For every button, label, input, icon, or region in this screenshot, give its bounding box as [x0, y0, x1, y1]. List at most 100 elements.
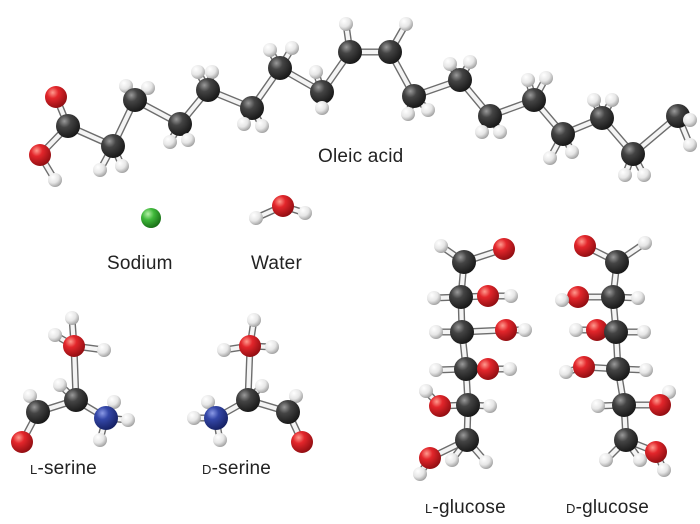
carbon-atom — [601, 285, 625, 309]
carbon-atom — [123, 88, 147, 112]
hydrogen-atom — [504, 289, 518, 303]
hydrogen-atom — [618, 168, 632, 182]
oxygen-atom — [272, 195, 294, 217]
hydrogen-atom — [213, 433, 227, 447]
carbon-atom — [590, 106, 614, 130]
hydrogen-atom — [399, 17, 413, 31]
carbon-atom — [338, 40, 362, 64]
l-glucose-label: l-glucose — [425, 497, 506, 519]
hydrogen-atom — [191, 65, 205, 79]
nitrogen-atom — [94, 406, 118, 430]
hydrogen-atom — [187, 411, 201, 425]
carbon-atom — [452, 250, 476, 274]
carbon-atom — [240, 96, 264, 120]
carbon-atom — [378, 40, 402, 64]
hydrogen-atom — [255, 379, 269, 393]
hydrogen-atom — [93, 163, 107, 177]
oxygen-atom — [586, 319, 608, 341]
hydrogen-atom — [255, 119, 269, 133]
hydrogen-atom — [115, 159, 129, 173]
d-serine-molecule — [187, 313, 313, 453]
carbon-atom — [449, 285, 473, 309]
carbon-atom — [101, 134, 125, 158]
sodium-label: Sodium — [107, 253, 173, 274]
carbon-atom — [450, 320, 474, 344]
hydrogen-atom — [107, 395, 121, 409]
sodium-atom — [141, 208, 161, 228]
carbon-atom — [236, 388, 260, 412]
oxygen-atom — [291, 431, 313, 453]
carbon-atom — [448, 68, 472, 92]
hydrogen-atom — [247, 313, 261, 327]
oxygen-atom — [567, 286, 589, 308]
oxygen-atom — [493, 238, 515, 260]
hydrogen-atom — [493, 125, 507, 139]
hydrogen-atom — [543, 151, 557, 165]
carbon-atom — [56, 114, 80, 138]
hydrogen-atom — [141, 81, 155, 95]
hydrogen-atom — [518, 323, 532, 337]
hydrogen-atom — [401, 107, 415, 121]
hydrogen-atom — [309, 65, 323, 79]
carbon-atom — [456, 393, 480, 417]
l-glucose-molecule — [413, 238, 532, 481]
carbon-atom — [478, 104, 502, 128]
hydrogen-atom — [483, 399, 497, 413]
hydrogen-atom — [181, 133, 195, 147]
oxygen-atom — [45, 86, 67, 108]
hydrogen-atom — [65, 311, 79, 325]
hydrogen-atom — [633, 453, 647, 467]
hydrogen-atom — [217, 343, 231, 357]
oxygen-atom — [29, 144, 51, 166]
hydrogen-atom — [443, 57, 457, 71]
hydrogen-atom — [339, 17, 353, 31]
hydrogen-atom — [555, 293, 569, 307]
hydrogen-atom — [569, 323, 583, 337]
carbon-atom — [455, 428, 479, 452]
oxygen-atom — [574, 235, 596, 257]
carbon-atom — [612, 393, 636, 417]
hydrogen-atom — [413, 467, 427, 481]
oxygen-atom — [477, 358, 499, 380]
hydrogen-atom — [683, 138, 697, 152]
hydrogen-atom — [48, 173, 62, 187]
oxygen-atom — [573, 356, 595, 378]
hydrogen-atom — [429, 363, 443, 377]
d-glucose-molecule — [555, 235, 676, 477]
d-glucose-label: d-glucose — [566, 497, 649, 519]
hydrogen-atom — [605, 93, 619, 107]
hydrogen-atom — [683, 113, 697, 127]
water-molecule — [249, 195, 312, 225]
carbon-atom — [454, 357, 478, 381]
hydrogen-atom — [638, 236, 652, 250]
hydrogen-atom — [121, 413, 135, 427]
hydrogen-atom — [298, 206, 312, 220]
hydrogen-atom — [201, 395, 215, 409]
carbon-atom — [605, 250, 629, 274]
hydrogen-atom — [479, 455, 493, 469]
hydrogen-atom — [97, 343, 111, 357]
oxygen-atom — [495, 319, 517, 341]
hydrogen-atom — [237, 117, 251, 131]
hydrogen-atom — [637, 325, 651, 339]
hydrogen-atom — [289, 389, 303, 403]
carbon-atom — [26, 400, 50, 424]
hydrogen-atom — [263, 43, 277, 57]
hydrogen-atom — [93, 433, 107, 447]
hydrogen-atom — [53, 378, 67, 392]
d-serine-name: -serine — [211, 458, 272, 479]
oxygen-atom — [63, 335, 85, 357]
hydrogen-atom — [205, 65, 219, 79]
oxygen-atom — [477, 285, 499, 307]
l-glucose-name: -glucose — [432, 497, 506, 518]
carbon-atom — [64, 388, 88, 412]
carbon-atom — [268, 56, 292, 80]
carbon-atom — [604, 320, 628, 344]
hydrogen-atom — [591, 399, 605, 413]
oxygen-atom — [239, 335, 261, 357]
hydrogen-atom — [657, 463, 671, 477]
hydrogen-atom — [463, 55, 477, 69]
d-serine-label: d-serine — [202, 458, 271, 480]
carbon-atom — [606, 357, 630, 381]
carbon-atom — [310, 80, 334, 104]
